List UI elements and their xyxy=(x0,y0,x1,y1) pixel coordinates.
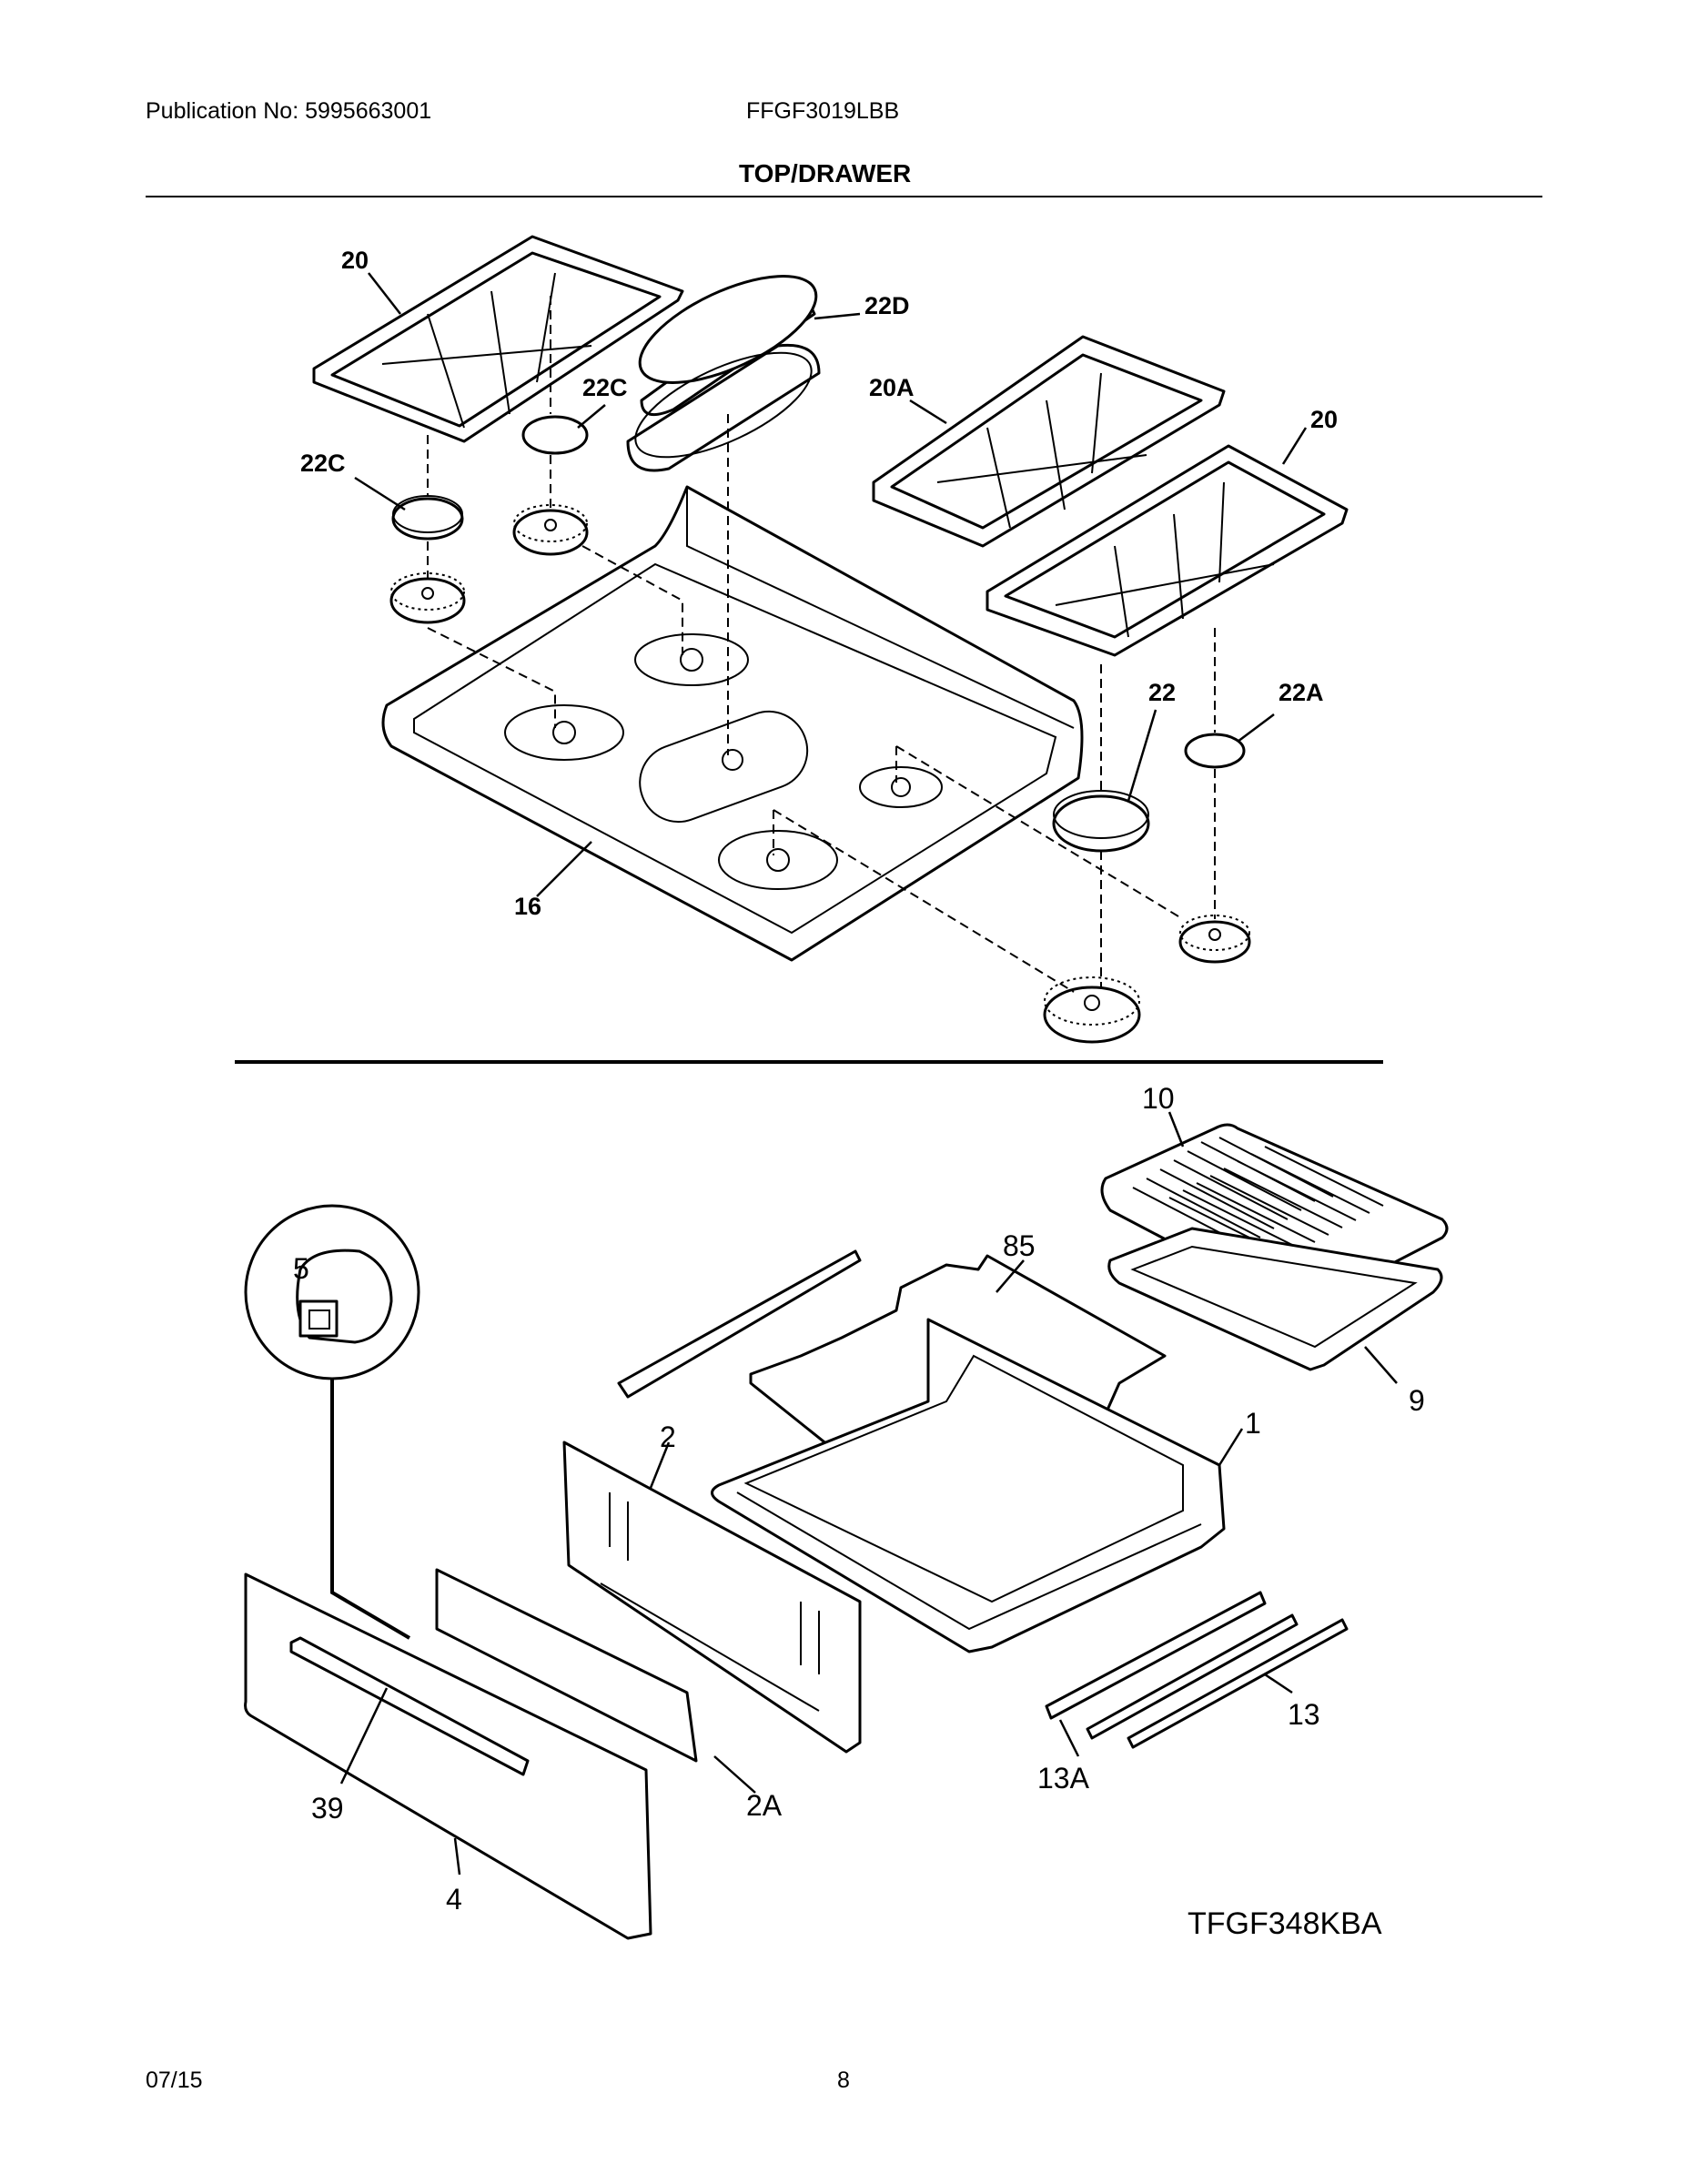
leader-lines-top xyxy=(354,272,1308,897)
cap-small-center-part xyxy=(521,415,589,455)
rail-upper-left xyxy=(617,1249,862,1399)
label-20-right: 20 xyxy=(1310,406,1338,433)
drawer-back-part xyxy=(562,1441,862,1754)
header-rule xyxy=(146,196,1542,197)
model-number: FFGF3019LBB xyxy=(746,98,900,124)
label-22c-left: 22C xyxy=(300,450,346,477)
label-13a: 13A xyxy=(1037,1762,1090,1795)
cooktop-part xyxy=(381,485,1084,962)
section-title: TOP/DRAWER xyxy=(739,159,912,187)
cap-small-right-part xyxy=(1184,733,1246,769)
label-16: 16 xyxy=(514,893,541,920)
label-13: 13 xyxy=(1288,1698,1320,1731)
label-22a: 22A xyxy=(1279,679,1324,706)
grate-left-part xyxy=(312,235,684,443)
drawer-liner-part xyxy=(711,1318,1226,1653)
grate-center-part xyxy=(872,335,1226,548)
label-22: 22 xyxy=(1148,679,1176,706)
label-2: 2 xyxy=(660,1421,676,1453)
footer-page-number: 8 xyxy=(837,2068,850,2093)
label-22d: 22D xyxy=(864,292,910,319)
burner-head-right xyxy=(1178,915,1251,964)
diagram-code: TFGF348KBA xyxy=(1188,1906,1382,1941)
grate-right-part xyxy=(986,444,1349,657)
publication-number: Publication No: 5995663001 xyxy=(146,98,432,124)
burner-head-center xyxy=(512,504,589,556)
label-9: 9 xyxy=(1409,1384,1425,1417)
label-22c-center: 22C xyxy=(582,374,628,401)
label-39: 39 xyxy=(311,1792,344,1825)
cap-large-part xyxy=(1052,794,1150,853)
cap-small-left-part xyxy=(391,497,464,541)
label-5: 5 xyxy=(293,1252,309,1285)
label-2a: 2A xyxy=(746,1789,783,1822)
label-20-left: 20 xyxy=(341,247,369,274)
broiler-pan-part xyxy=(1107,1227,1443,1371)
label-85: 85 xyxy=(1003,1229,1036,1262)
label-4: 4 xyxy=(446,1883,462,1916)
burner-head-large xyxy=(1043,976,1141,1044)
assembly-lines-top xyxy=(427,296,1216,993)
label-1: 1 xyxy=(1245,1407,1261,1440)
label-20a: 20A xyxy=(869,374,915,401)
label-10: 10 xyxy=(1142,1082,1175,1115)
slide-rails-part xyxy=(1045,1591,1349,1749)
footer-date: 07/15 xyxy=(146,2068,203,2093)
leader-lines-drawer xyxy=(339,1111,1398,1876)
drawer-handle-part xyxy=(289,1636,530,1776)
burner-head-left xyxy=(389,572,466,624)
drawer-side-part xyxy=(435,1568,698,1763)
griddle-cover-part xyxy=(626,275,821,472)
drawer-glide-detail xyxy=(244,1204,420,1640)
section-divider xyxy=(235,1060,1383,1064)
